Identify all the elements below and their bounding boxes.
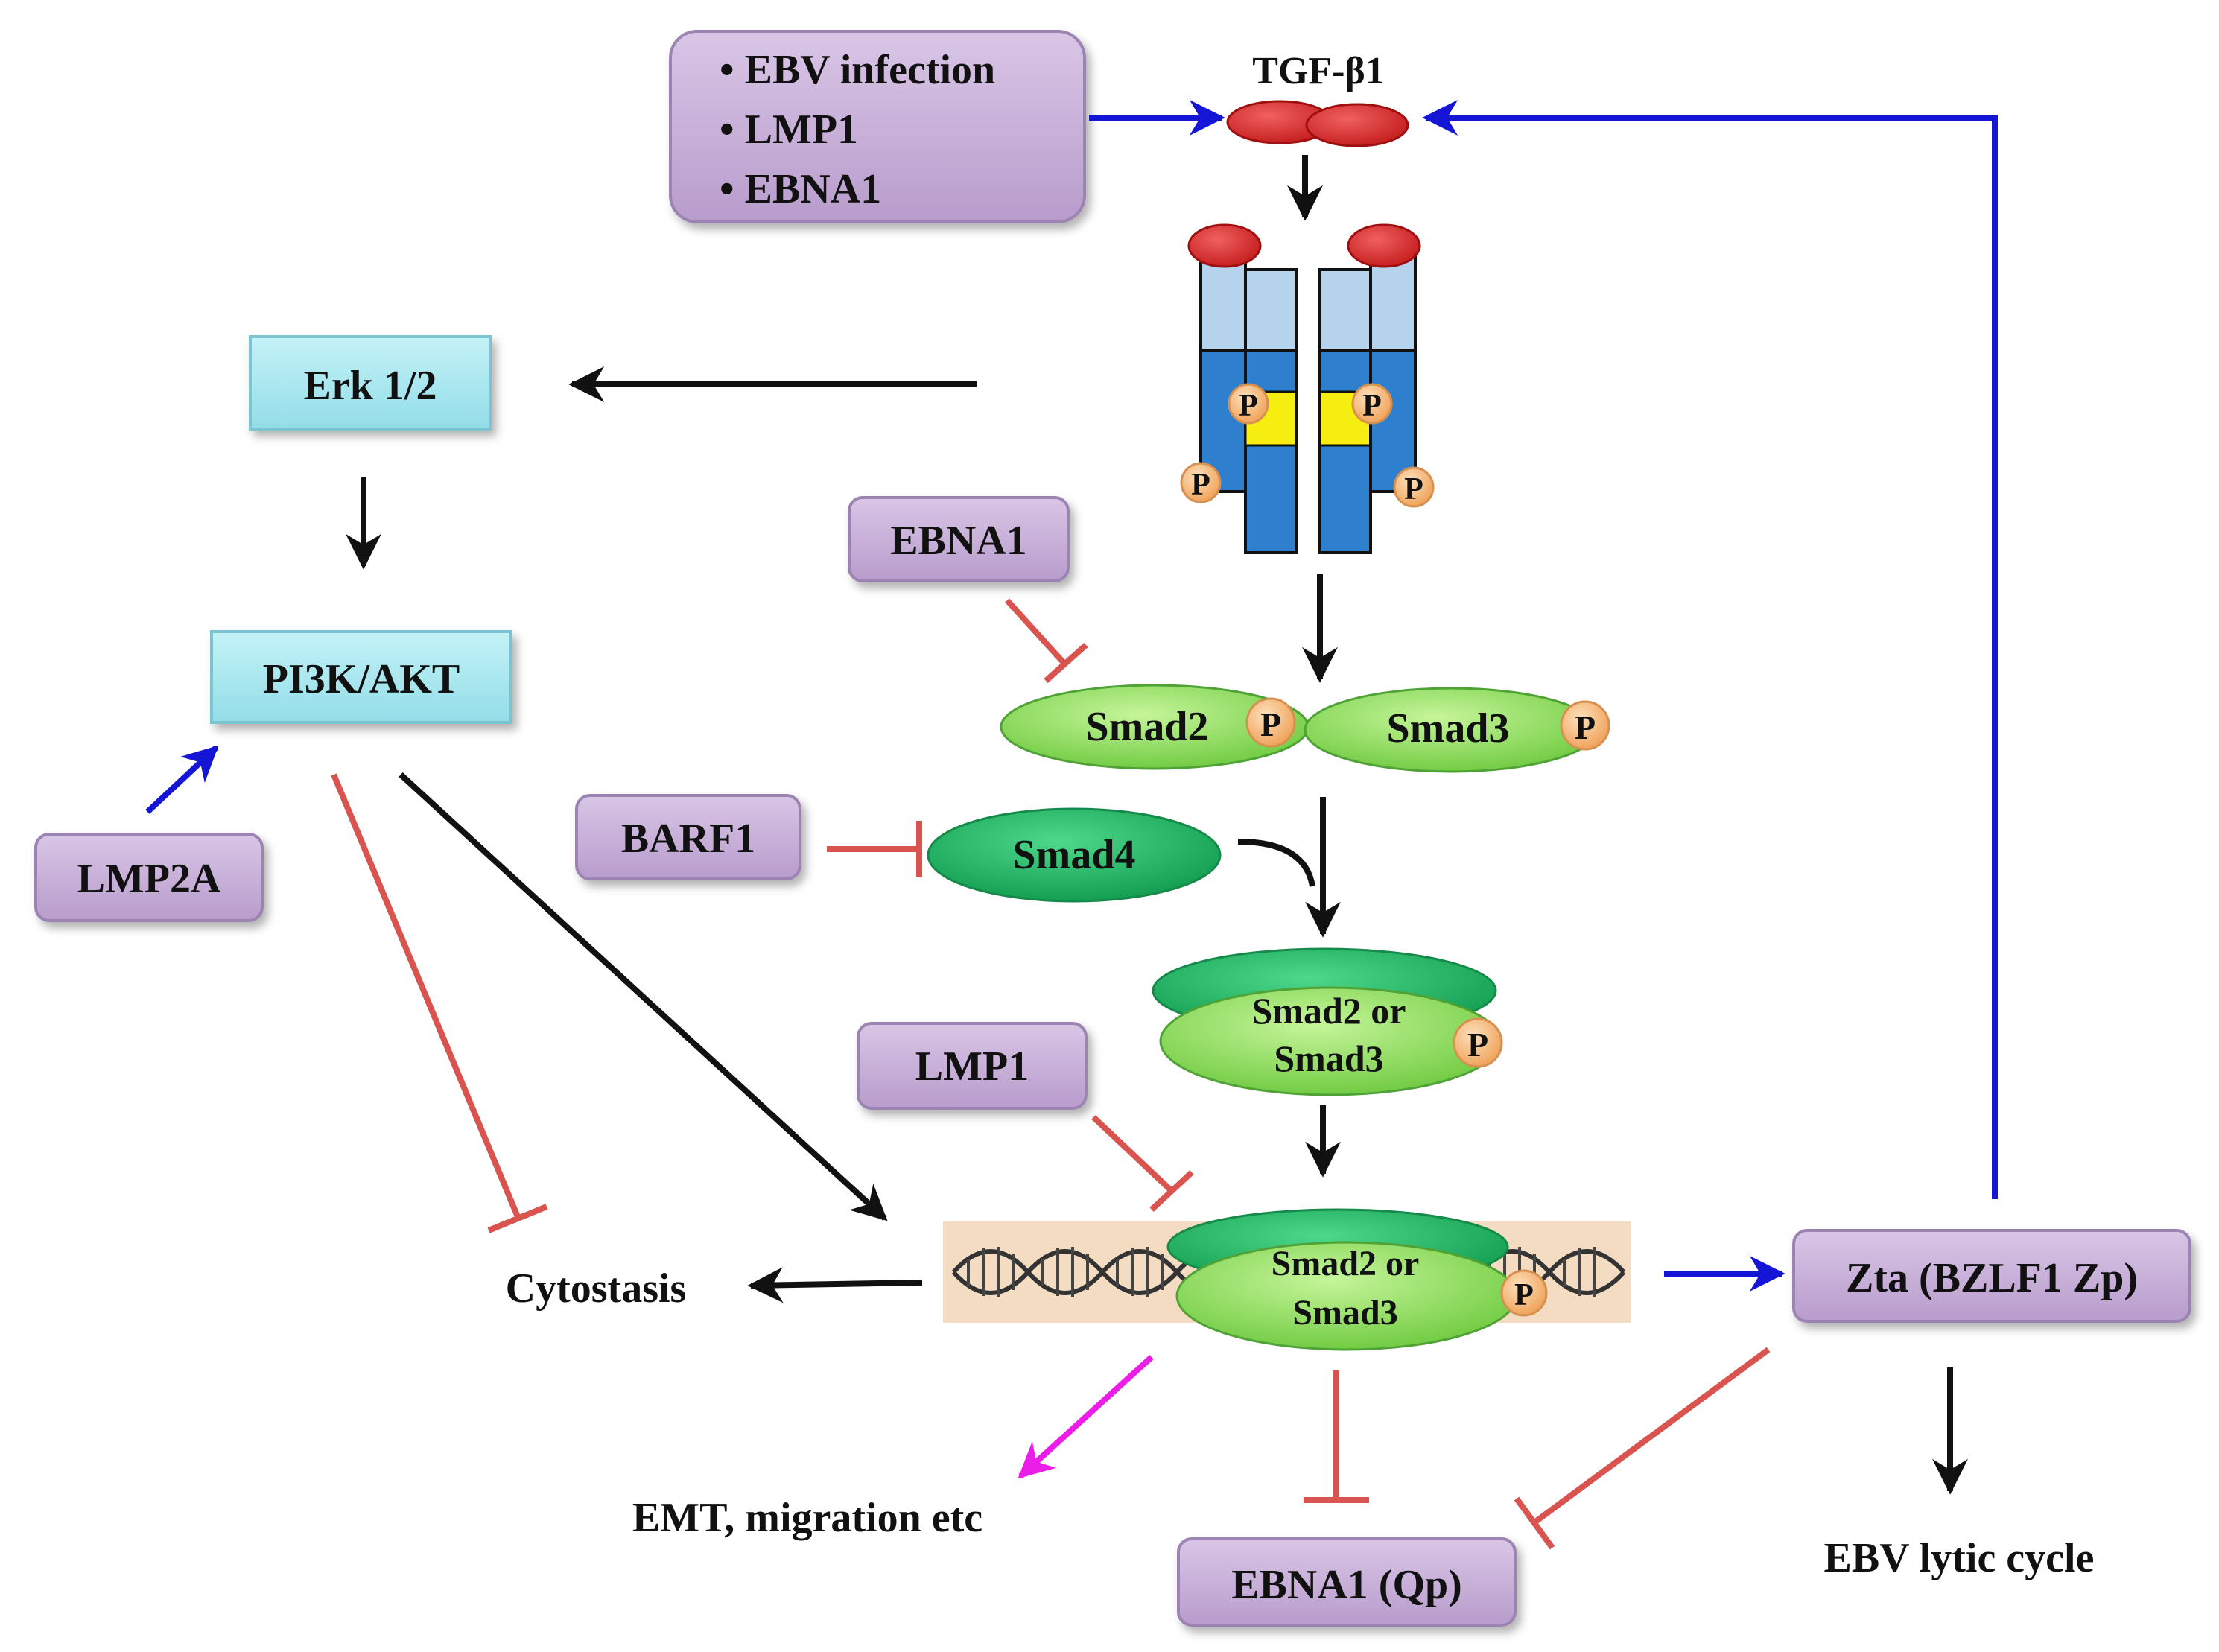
pi3k-akt-node: PI3K/AKT (210, 630, 512, 724)
smad3-label: Smad3 (1387, 705, 1510, 752)
smad2-label: Smad2 (1086, 704, 1209, 750)
ebna1-inhibitor-label: EBNA1 (890, 518, 1027, 564)
lmp1-label: LMP1 (915, 1043, 1029, 1090)
smad4-node: Smad4 (927, 807, 1222, 903)
receptor-phospho-4: P (1393, 466, 1435, 508)
barf1-node: BARF1 (575, 794, 801, 880)
barf1-inhibits-smad4 (827, 821, 922, 877)
barf1-label: BARF1 (621, 816, 755, 862)
complex-phospho: P (1467, 1026, 1488, 1064)
receptor-phospho-1: P (1228, 383, 1269, 425)
complex-label-line1: Smad2 or (1252, 990, 1406, 1032)
zta-node: Zta (BZLF1 Zp) (1792, 1229, 2191, 1323)
lmp2a-node: LMP2A (34, 833, 264, 922)
smad2-node: Smad2 P (1000, 684, 1310, 770)
transcription-to-cytostasis-arrow (747, 1267, 923, 1303)
erk-node: Erk 1/2 (249, 335, 492, 431)
tgf-beta-receptor-complex: P P P P (1180, 223, 1435, 554)
pi3k-inhibits-cytostasis (331, 773, 548, 1233)
stimulus-box: • EBV infection • LMP1 • EBNA1 (669, 30, 1086, 223)
nuclear-label-line1: Smad2 or (1272, 1244, 1420, 1283)
zta-label: Zta (BZLF1 Zp) (1846, 1255, 2138, 1301)
ebna1-inhibits-smad2 (1005, 598, 1088, 683)
receptor-phospho-2: P (1351, 383, 1393, 425)
svg-text:P: P (1362, 389, 1382, 423)
lmp2a-label: LMP2A (77, 856, 221, 902)
svg-text:P: P (1404, 472, 1423, 506)
smad3-phospho: P (1575, 708, 1596, 746)
smad2-phospho: P (1260, 705, 1281, 743)
smad-complex-node: Smad2 or Smad3 P (1152, 947, 1503, 1096)
zta-inhibits-ebna1-qp (1514, 1347, 1771, 1550)
lmp1-inhibits-nuclear-smad (1091, 1115, 1194, 1212)
emt-label: EMT, migration etc (632, 1495, 982, 1541)
stimulus-item-lmp1: • LMP1 (720, 107, 858, 153)
nuclear-phospho: P (1514, 1278, 1534, 1312)
lmp2a-to-pi3k-arrow (145, 745, 219, 814)
nuclear-smad-complex-node: Smad2 or Smad3 P (1166, 1208, 1548, 1351)
stimulus-item-ebv-infection: • EBV infection (720, 47, 995, 93)
smad4-label: Smad4 (1013, 832, 1136, 878)
tgf-beta1-ligand: TGF-β1 (1226, 50, 1409, 147)
svg-text:P: P (1239, 389, 1258, 423)
pi3k-label: PI3K/AKT (263, 656, 460, 702)
cytostasis-label: Cytostasis (506, 1265, 687, 1312)
ebna1-qp-node: EBNA1 (Qp) (1177, 1537, 1517, 1627)
svg-text:P: P (1191, 468, 1210, 502)
ebna1-qp-label: EBNA1 (Qp) (1231, 1562, 1462, 1608)
stimulus-item-ebna1: • EBNA1 (720, 166, 881, 212)
pi3k-to-transcription-arrow (399, 772, 888, 1221)
complex-label-line2: Smad3 (1274, 1038, 1383, 1079)
zta-feedback-to-ligand-arrow (1422, 100, 1998, 1199)
smad3-node: Smad3 P (1304, 687, 1610, 773)
nuclear-label-line2: Smad3 (1292, 1293, 1397, 1332)
erk-label: Erk 1/2 (304, 363, 437, 409)
receptor-phospho-3: P (1180, 462, 1222, 503)
lmp1-node: LMP1 (857, 1022, 1088, 1110)
lytic-cycle-label: EBV lytic cycle (1824, 1535, 2095, 1581)
smad-inhibits-ebna1-qp (1304, 1370, 1369, 1503)
smad4-join-curve (1237, 839, 1315, 887)
ligand-label: TGF-β1 (1252, 50, 1385, 92)
ebna1-inhibitor-node: EBNA1 (848, 496, 1070, 582)
transcription-to-emt-arrow (1018, 1355, 1154, 1479)
